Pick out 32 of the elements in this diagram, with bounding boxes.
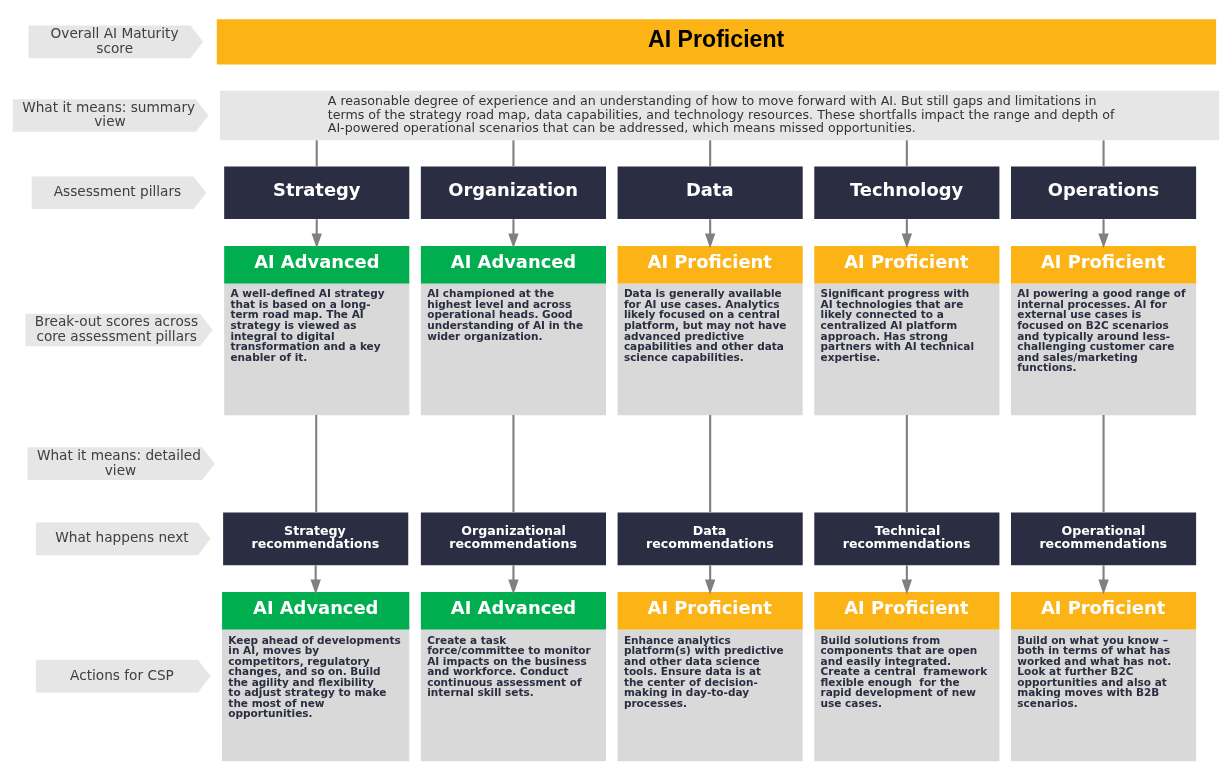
arrow (508, 219, 519, 249)
connector (905, 140, 908, 167)
connector (1102, 140, 1105, 167)
arrow (1098, 565, 1109, 595)
arrow (310, 565, 321, 595)
arrow (311, 219, 322, 249)
connector (512, 140, 515, 167)
node-box: Operations (1011, 166, 1197, 220)
connector (709, 414, 712, 513)
arrow (705, 219, 716, 249)
arrow (901, 219, 912, 249)
connector (709, 140, 712, 167)
node-box: Data recommendations (617, 512, 803, 566)
node-box: Operational recommendations (1011, 512, 1197, 566)
arrow (1098, 219, 1109, 249)
node-box: Strategy recommendations (223, 512, 409, 566)
node-box: A reasonable degree of experience and an understanding of how to move forward with AI. But still gaps and limitations in terms of the strategy road map, data capabilities, and technology resources. These shortfalls impact the range and depth of AI-powered operational scenarios that can be addressed, which means missed opportunities. (219, 90, 1220, 141)
connector (1102, 414, 1105, 513)
node-box: Strategy (224, 166, 410, 220)
connector (315, 414, 318, 513)
node-box: Data (617, 166, 803, 220)
node-box: Technology (814, 166, 1000, 220)
arrow (901, 565, 912, 595)
node-box: Organizational recommendations (420, 512, 606, 566)
node-box: Technical recommendations (814, 512, 1000, 566)
arrow (508, 565, 519, 595)
connector (512, 414, 515, 513)
node-box: Organization (420, 166, 606, 220)
arrow (705, 565, 716, 595)
connector (315, 140, 318, 167)
node-box: AI Proficient (216, 19, 1217, 65)
connector (905, 414, 908, 513)
